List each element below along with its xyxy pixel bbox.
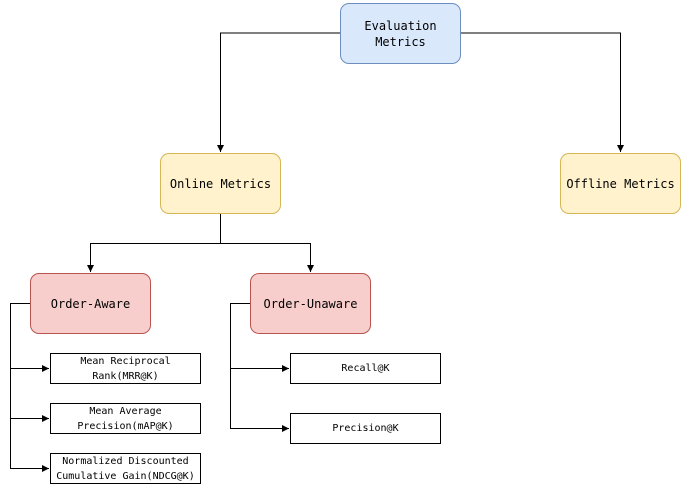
- node-offline-metrics: Offline Metrics: [560, 153, 681, 214]
- edge-online-to-order-aware: [87, 214, 221, 272]
- edge-order-aware-to-ndcg: [10, 418, 49, 472]
- node-order-aware: Order-Aware: [30, 273, 151, 334]
- node-precision: Precision@K: [290, 413, 441, 444]
- node-ndcg: Normalized Discounted Cumulative Gain(ND…: [50, 453, 201, 484]
- node-order-unaware: Order-Unaware: [250, 273, 371, 334]
- edge-online-to-order-unaware: [220, 243, 314, 272]
- edge-root-to-offline: [461, 32, 624, 152]
- node-map: Mean Average Precision(mAP@K): [50, 403, 201, 434]
- edge-order-aware-to-mrr: [10, 303, 49, 372]
- edge-order-aware-to-map: [10, 368, 49, 422]
- node-recall: Recall@K: [290, 353, 441, 384]
- edge-order-unaware-to-precision: [230, 368, 289, 432]
- edge-root-to-online: [217, 32, 340, 152]
- node-evaluation-metrics: Evaluation Metrics: [340, 3, 461, 64]
- edge-order-unaware-to-recall: [230, 303, 289, 372]
- node-online-metrics: Online Metrics: [160, 153, 281, 214]
- node-mrr: Mean Reciprocal Rank(MRR@K): [50, 353, 201, 384]
